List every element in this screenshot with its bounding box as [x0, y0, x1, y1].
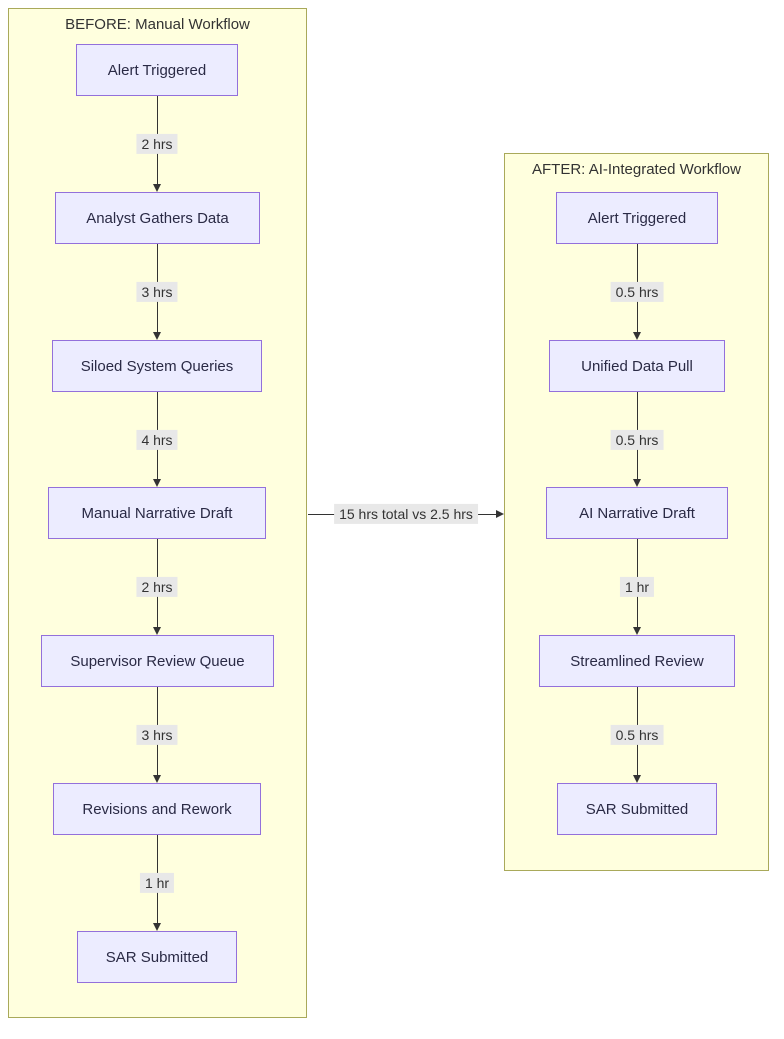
- arrow-down-icon: [153, 627, 161, 635]
- node-before-sar-submitted: SAR Submitted: [77, 931, 237, 983]
- node-after-alert-triggered: Alert Triggered: [556, 192, 718, 244]
- edge-label-before-4: 3 hrs: [136, 724, 178, 746]
- arrow-down-icon: [153, 479, 161, 487]
- node-before-revisions-and-rework: Revisions and Rework: [53, 783, 261, 835]
- node-after-unified-data-pull: Unified Data Pull: [549, 340, 725, 392]
- edge-label-after-1: 0.5 hrs: [610, 429, 664, 451]
- arrow-down-icon: [633, 479, 641, 487]
- edge-label-before-0: 2 hrs: [136, 133, 178, 155]
- arrow-down-icon: [153, 332, 161, 340]
- cluster-title-before: BEFORE: Manual Workflow: [65, 16, 250, 33]
- edge-label-after-2: 1 hr: [619, 576, 655, 598]
- arrow-right-icon: [496, 510, 504, 518]
- edge-label-before-2: 4 hrs: [136, 429, 178, 451]
- arrow-down-icon: [153, 184, 161, 192]
- arrow-down-icon: [153, 923, 161, 931]
- edge-label-before-1: 3 hrs: [136, 281, 178, 303]
- arrow-down-icon: [633, 332, 641, 340]
- edge-label-before-5: 1 hr: [139, 872, 175, 894]
- arrow-down-icon: [633, 627, 641, 635]
- node-before-analyst-gathers-data: Analyst Gathers Data: [55, 192, 260, 244]
- arrow-down-icon: [153, 775, 161, 783]
- edge-label-after-3: 0.5 hrs: [610, 724, 664, 746]
- node-after-ai-narrative-draft: AI Narrative Draft: [546, 487, 728, 539]
- node-after-streamlined-review: Streamlined Review: [539, 635, 735, 687]
- node-after-sar-submitted: SAR Submitted: [557, 783, 717, 835]
- node-before-manual-narrative-draft: Manual Narrative Draft: [48, 487, 266, 539]
- edge-label-after-0: 0.5 hrs: [610, 281, 664, 303]
- node-before-alert-triggered: Alert Triggered: [76, 44, 238, 96]
- node-before-siloed-system-queries: Siloed System Queries: [52, 340, 262, 392]
- cluster-title-after: AFTER: AI-Integrated Workflow: [532, 161, 741, 178]
- arrow-down-icon: [633, 775, 641, 783]
- node-before-supervisor-review-queue: Supervisor Review Queue: [41, 635, 274, 687]
- bridge-label: 15 hrs total vs 2.5 hrs: [334, 503, 478, 525]
- edge-label-before-3: 2 hrs: [136, 576, 178, 598]
